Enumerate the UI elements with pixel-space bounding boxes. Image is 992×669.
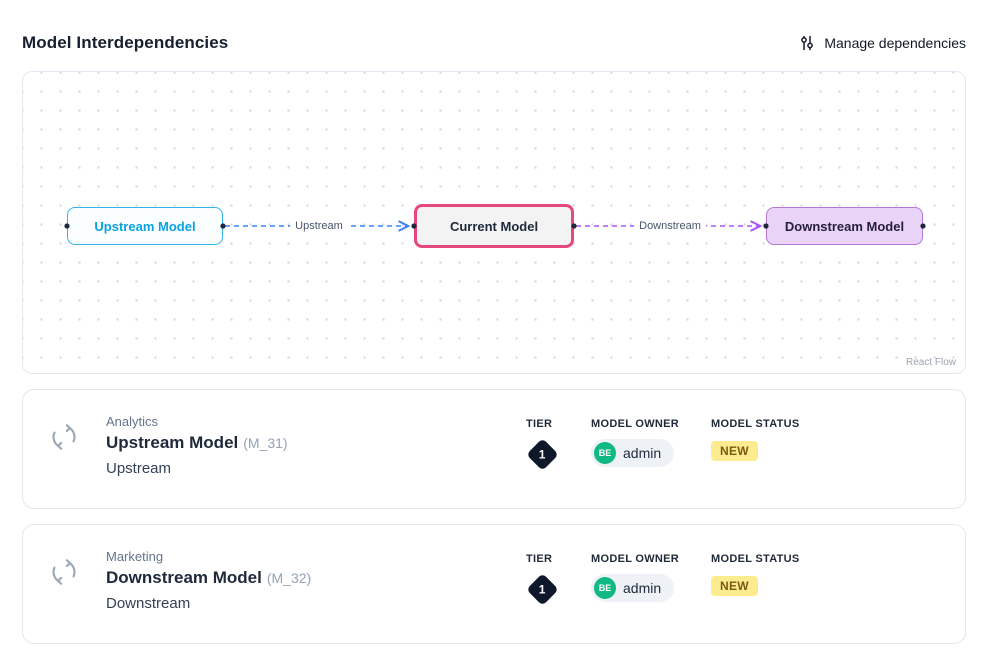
model-name: Upstream Model (106, 433, 239, 452)
tier-column: TIER 1 (526, 553, 559, 606)
owner-pill: BE admin (591, 439, 675, 467)
model-code: (M_31) (243, 435, 288, 451)
model-category: Marketing (106, 549, 164, 564)
status-badge: NEW (711, 576, 758, 596)
tier-header: TIER (526, 553, 553, 565)
owner-column: MODEL OWNER BE admin (591, 553, 679, 602)
model-card-downstream[interactable]: Marketing Downstream Model(M_32) Downstr… (22, 524, 966, 644)
flow-node-downstream-label: Downstream Model (784, 218, 905, 234)
flow-node-upstream[interactable]: Upstream Model (67, 207, 223, 245)
flow-node-current-label: Current Model (449, 218, 539, 234)
tier-badge: 1 (526, 438, 559, 471)
status-badge: NEW (711, 441, 758, 461)
model-info: Analytics Upstream Model(M_31) Upstream (106, 414, 941, 477)
owner-pill: BE admin (591, 574, 675, 602)
tier-badge: 1 (526, 573, 559, 606)
flow-node-current[interactable]: Current Model (414, 204, 574, 248)
tier-column: TIER 1 (526, 418, 559, 471)
edge-label-upstream: Upstream (290, 219, 348, 233)
owner-header: MODEL OWNER (591, 553, 680, 565)
model-subtitle: Downstream (106, 595, 191, 612)
manage-dependencies-button[interactable]: Manage dependencies (798, 34, 966, 52)
dependencies-icon (49, 422, 79, 452)
owner-name: admin (623, 445, 662, 461)
model-info: Marketing Downstream Model(M_32) Downstr… (106, 549, 941, 612)
model-subtitle: Upstream (106, 460, 172, 477)
model-name: Downstream Model (106, 568, 262, 587)
model-category: Analytics (106, 414, 159, 429)
flow-node-downstream[interactable]: Downstream Model (766, 207, 923, 245)
owner-header: MODEL OWNER (591, 418, 680, 430)
model-code: (M_32) (266, 570, 312, 586)
model-name-row: Upstream Model(M_31) (106, 433, 941, 453)
flow-node-upstream-label: Upstream Model (94, 218, 196, 234)
status-column: MODEL STATUS NEW (711, 418, 800, 461)
dependencies-icon (49, 557, 79, 587)
react-flow-attribution[interactable]: React Flow (905, 357, 956, 368)
model-name-row: Downstream Model(M_32) (106, 568, 941, 588)
tier-header: TIER (526, 418, 553, 430)
avatar: BE (594, 577, 616, 599)
page-title: Model Interdependencies (22, 33, 229, 52)
manage-dependencies-icon (798, 34, 816, 52)
status-header: MODEL STATUS (711, 553, 800, 565)
status-column: MODEL STATUS NEW (711, 553, 800, 596)
avatar: BE (594, 442, 616, 464)
manage-dependencies-label: Manage dependencies (824, 35, 966, 51)
edge-label-downstream: Downstream (634, 219, 706, 233)
model-card-upstream[interactable]: Analytics Upstream Model(M_31) Upstream … (22, 389, 966, 509)
status-header: MODEL STATUS (711, 418, 800, 430)
dependency-flow-canvas[interactable]: Upstream Model Current Model Downstream … (22, 71, 966, 374)
header: Model Interdependencies Manage dependenc… (22, 30, 966, 56)
owner-column: MODEL OWNER BE admin (591, 418, 679, 467)
owner-name: admin (623, 580, 662, 596)
